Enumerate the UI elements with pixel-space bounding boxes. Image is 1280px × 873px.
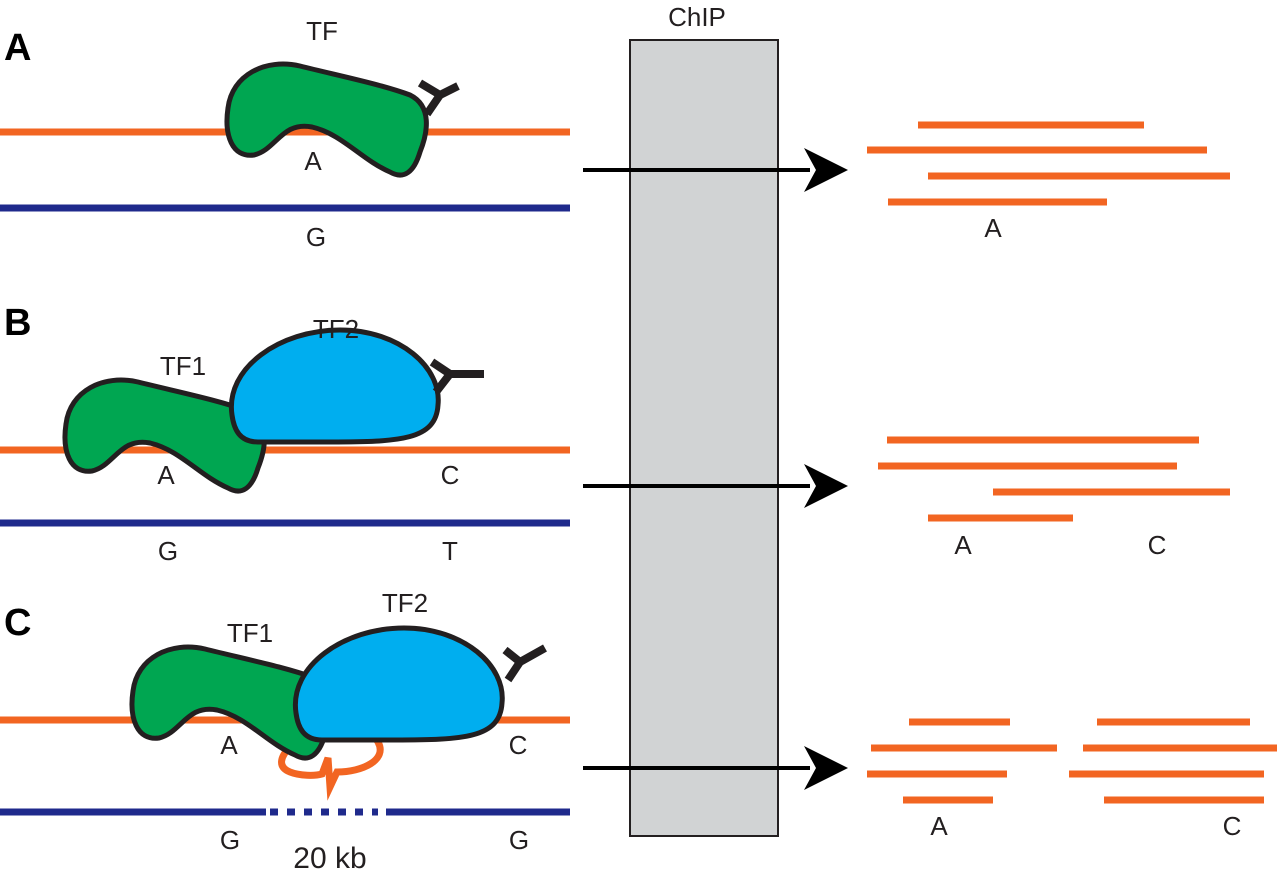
allele-label: G: [306, 222, 326, 252]
chip-label: ChIP: [668, 2, 726, 32]
allele-label: C: [509, 730, 528, 760]
allele-label: C: [441, 460, 460, 490]
tf1-label: TF1: [227, 618, 273, 648]
tf-protein: [227, 64, 426, 175]
tf2-label: TF2: [313, 314, 359, 344]
tf2-protein: [231, 330, 438, 442]
antibody-icon: [417, 79, 460, 117]
arrow-b: [583, 464, 848, 508]
panel-letter: C: [4, 602, 31, 644]
tf2-label: TF2: [382, 588, 428, 618]
panel-c: C TF1 TF2 A C G G 20 kb: [0, 588, 570, 873]
arrows: [583, 148, 848, 790]
allele-label: T: [442, 536, 458, 566]
tf1-label: TF1: [160, 351, 206, 381]
arrow-a: [583, 148, 848, 192]
panel-letter: B: [4, 302, 31, 344]
panel-a: A TF A G: [0, 16, 570, 252]
panel-letter: A: [4, 27, 31, 69]
fragment-label: C: [1223, 811, 1242, 841]
allele-label: A: [304, 146, 322, 176]
fragment-label: A: [984, 213, 1002, 243]
allele-label: A: [157, 460, 175, 490]
allele-label: G: [158, 536, 178, 566]
allele-label: A: [220, 730, 238, 760]
sequenced-fragments: [867, 121, 1277, 804]
panel-b: B TF1 TF2 A C G T: [0, 302, 570, 566]
fragment-label: C: [1148, 530, 1167, 560]
allele-label: G: [509, 825, 529, 855]
arrow-c: [583, 746, 848, 790]
fragment-label: A: [954, 530, 972, 560]
fragment-label: A: [930, 811, 948, 841]
antibody-icon: [502, 644, 547, 683]
allele-label: G: [220, 825, 240, 855]
antibody-icon: [429, 358, 484, 395]
tf-label: TF: [306, 16, 338, 46]
chip-box: [629, 39, 779, 837]
distance-label: 20 kb: [293, 842, 366, 873]
tf2-protein: [295, 628, 502, 740]
